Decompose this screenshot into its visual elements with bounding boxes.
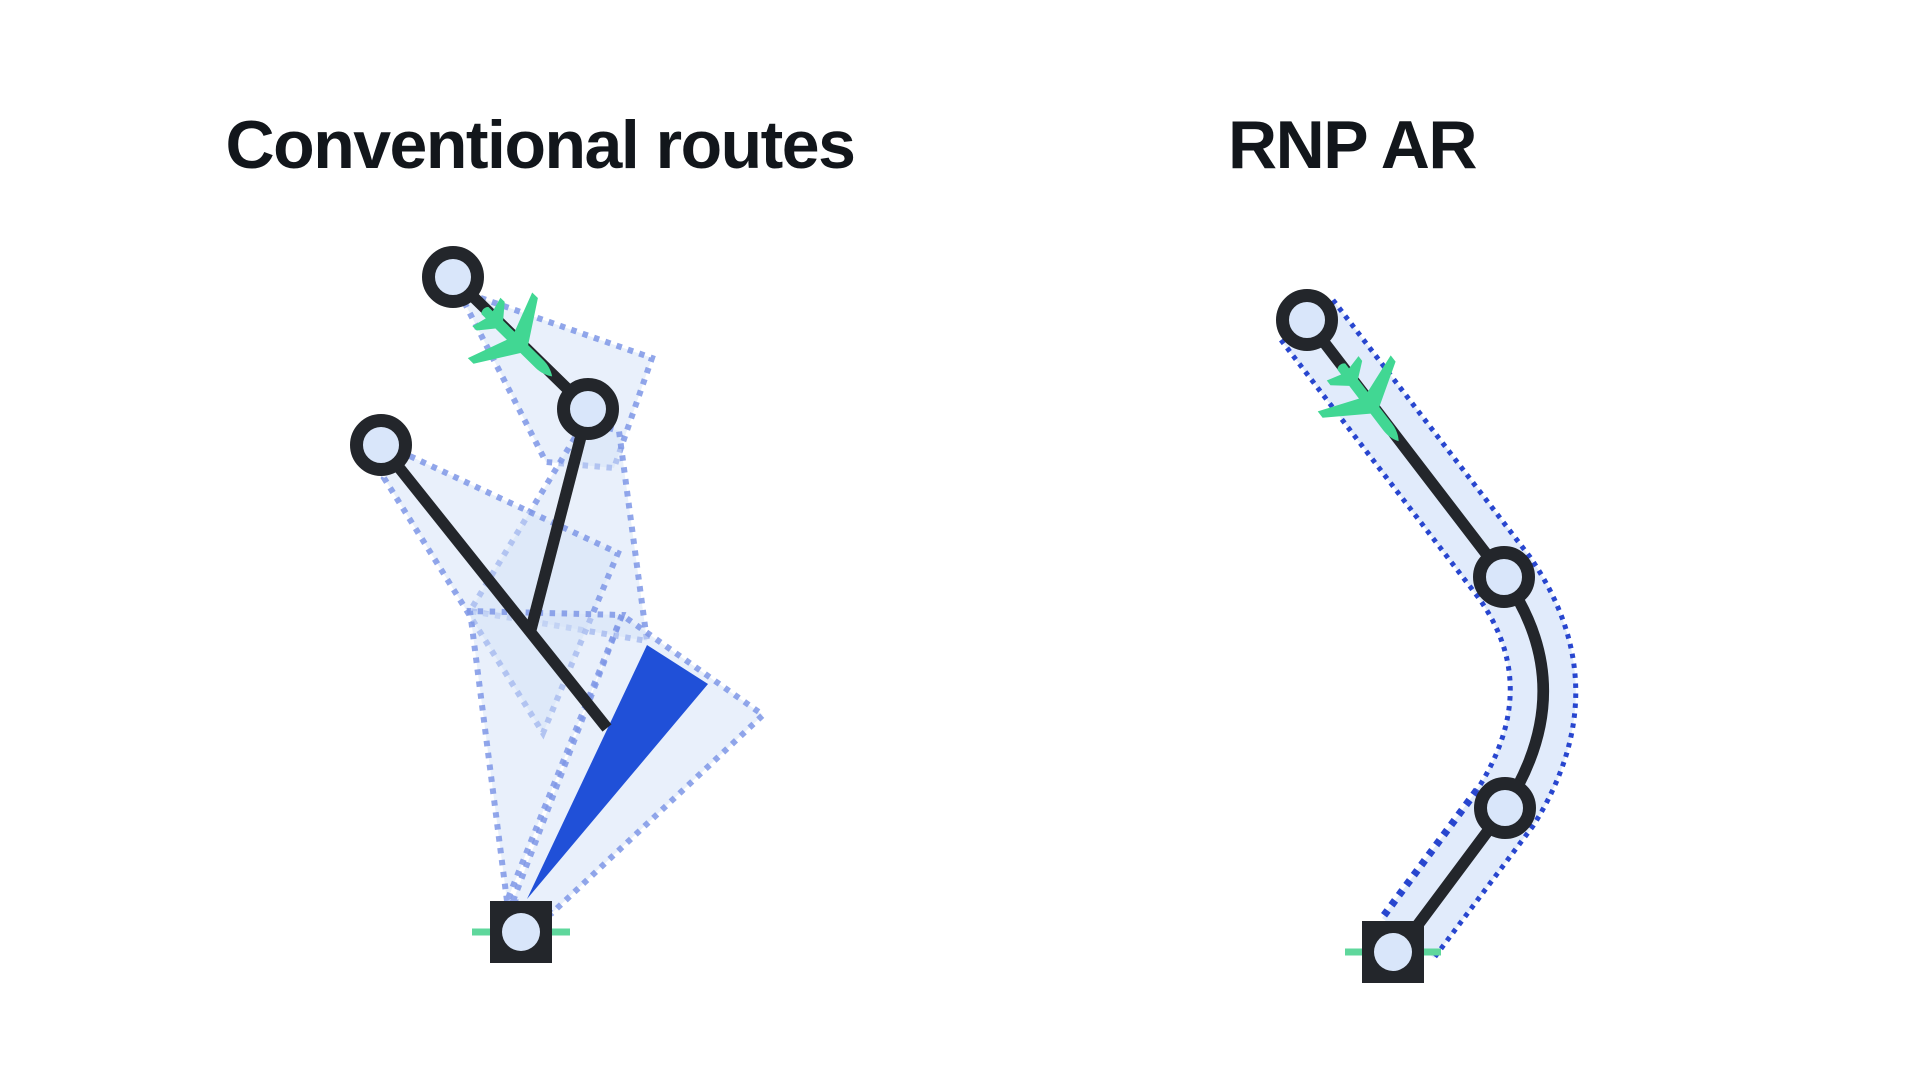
route-leg bbox=[524, 407, 594, 635]
final-approach-wedge bbox=[527, 645, 708, 899]
rnp-diagram bbox=[1276, 289, 1579, 983]
waypoint-icon bbox=[1473, 546, 1535, 608]
waypoint-icon bbox=[557, 378, 619, 440]
route-leg bbox=[376, 441, 612, 732]
airport-icon bbox=[472, 901, 570, 963]
panel-title-conventional: Conventional routes bbox=[225, 107, 856, 183]
waypoint-icon bbox=[422, 246, 484, 308]
protection-funnel bbox=[466, 607, 627, 913]
corridor-border bbox=[1378, 787, 1481, 921]
airport-circle bbox=[502, 913, 540, 951]
corridor-border bbox=[1331, 298, 1579, 960]
airport-icon bbox=[1345, 921, 1441, 983]
conventional-diagram bbox=[350, 246, 768, 963]
waypoint-icon bbox=[1276, 289, 1338, 351]
airport-circle bbox=[1374, 933, 1412, 971]
waypoint-icon bbox=[350, 414, 412, 476]
panel-title-rnp-ar: RNP AR bbox=[1228, 107, 1477, 183]
waypoint-icon bbox=[1474, 777, 1536, 839]
